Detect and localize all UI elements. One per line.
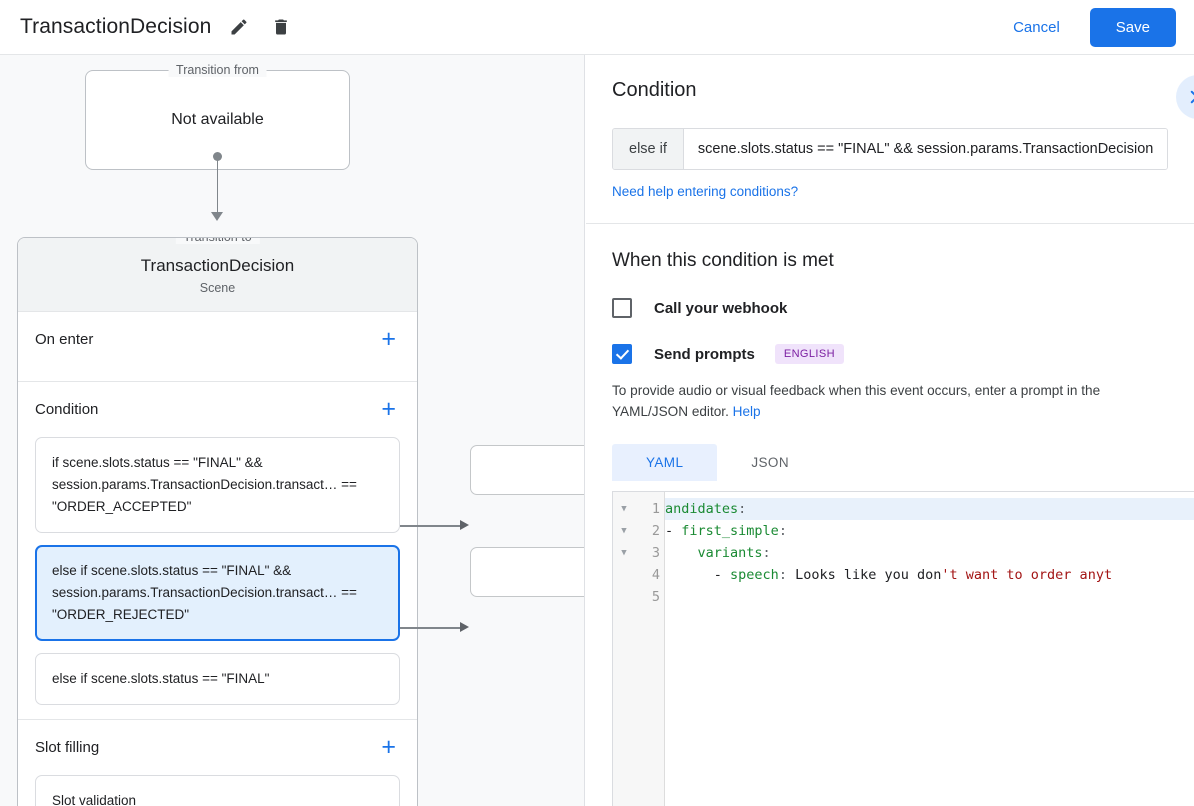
transition-from-legend: Transition from [168,63,267,77]
transition-to-legend: Transition to [175,238,260,244]
condition-prefix-label: else if [613,129,684,169]
condition-item[interactable]: if scene.slots.status == "FINAL" && sess… [35,437,400,533]
condition-detail-panel: Condition else if Need help entering con… [586,55,1194,806]
send-prompts-label: Send prompts [654,345,755,363]
topbar-actions: Cancel Save [997,7,1176,47]
tab-json[interactable]: JSON [751,455,789,470]
prompts-hint-text: To provide audio or visual feedback when… [612,383,1101,419]
editor-fold-gutter: ▼ ▼ ▼ [613,492,635,806]
condition-field-row: else if [612,128,1168,170]
line-number: 2 [651,523,660,539]
code-line: - first_simple: [665,523,787,539]
send-prompts-checkbox[interactable] [612,344,632,364]
line-number: 3 [651,545,660,561]
trash-icon[interactable] [267,13,295,41]
section-slot-filling: Slot filling + Slot validation [18,720,417,806]
add-slot-filling-button[interactable]: + [381,733,396,761]
edge-line [400,627,463,629]
section-title-slot-filling: Slot filling [35,739,100,756]
code-line [665,586,1194,608]
line-number: 1 [651,501,660,517]
editor-line-numbers: 1 2 3 4 5 [635,492,665,806]
section-title-condition: Condition [35,401,99,418]
call-webhook-label: Call your webhook [654,299,788,317]
section-on-enter: On enter + [18,312,417,382]
code-line: andidates: [665,498,1194,520]
target-node-stub[interactable] [470,445,584,495]
edge-arrowhead [460,622,469,632]
transition-to-card: Transition to TransactionDecision Scene … [17,237,418,806]
transition-to-header[interactable]: TransactionDecision Scene [18,238,417,312]
code-line: variants: [697,545,771,561]
add-on-enter-button[interactable]: + [381,325,396,353]
fold-toggle-icon[interactable]: ▼ [621,526,627,536]
line-number: 4 [651,567,660,583]
fold-toggle-icon[interactable]: ▼ [621,548,627,558]
connector-line [216,156,218,218]
prompts-help-link[interactable]: Help [732,404,761,419]
webhook-row: Call your webhook [612,298,1168,318]
connector-arrowhead [211,212,223,221]
chevron-right-icon[interactable] [1176,75,1194,119]
editor-format-tabs: YAML JSON [612,444,1168,481]
section-condition: Condition + if scene.slots.status == "FI… [18,382,417,720]
send-prompts-row: Send prompts ENGLISH [612,344,1168,364]
edge-line [400,525,463,527]
language-badge: ENGLISH [774,344,844,364]
code-line: - speech: Looks like you don't want to o… [665,567,1113,583]
yaml-editor[interactable]: ▼ ▼ ▼ 1 2 3 4 5 andidates: - first_simple: va… [612,491,1194,806]
cancel-button[interactable]: Cancel [997,10,1076,45]
scene-name: TransactionDecision [140,256,295,275]
tab-yaml[interactable]: YAML [612,444,718,481]
save-button[interactable]: Save [1089,7,1176,47]
page-title: TransactionDecision [20,15,212,38]
when-condition-met-section: When this condition is met Call your web… [586,224,1194,806]
edge-arrowhead [460,520,469,530]
when-condition-heading: When this condition is met [612,250,834,271]
section-title-on-enter: On enter [35,331,94,348]
scene-graph-panel: Transition from Not available Transition… [0,55,585,806]
pencil-icon[interactable] [225,13,253,41]
prompts-hint: To provide audio or visual feedback when… [612,380,1164,422]
scene-type: Scene [199,281,236,295]
condition-help-link[interactable]: Need help entering conditions? [612,184,799,199]
call-webhook-checkbox[interactable] [612,298,632,318]
condition-section: Condition else if Need help entering con… [586,55,1194,224]
line-number: 5 [651,589,660,605]
condition-item[interactable]: else if scene.slots.status == "FINAL" [35,653,400,705]
target-node-stub[interactable] [470,547,584,597]
fold-toggle-icon[interactable]: ▼ [621,504,627,514]
transition-from-value: Not available [171,111,264,128]
top-app-bar: TransactionDecision Cancel Save [0,0,1194,55]
condition-item-selected[interactable]: else if scene.slots.status == "FINAL" &&… [35,545,400,641]
detail-heading: Condition [612,79,697,101]
editor-code-area[interactable]: andidates: - first_simple: variants: - sp… [665,492,1194,806]
condition-input[interactable] [683,129,1167,169]
add-condition-button[interactable]: + [381,395,396,423]
slot-validation-item[interactable]: Slot validation [35,775,400,806]
